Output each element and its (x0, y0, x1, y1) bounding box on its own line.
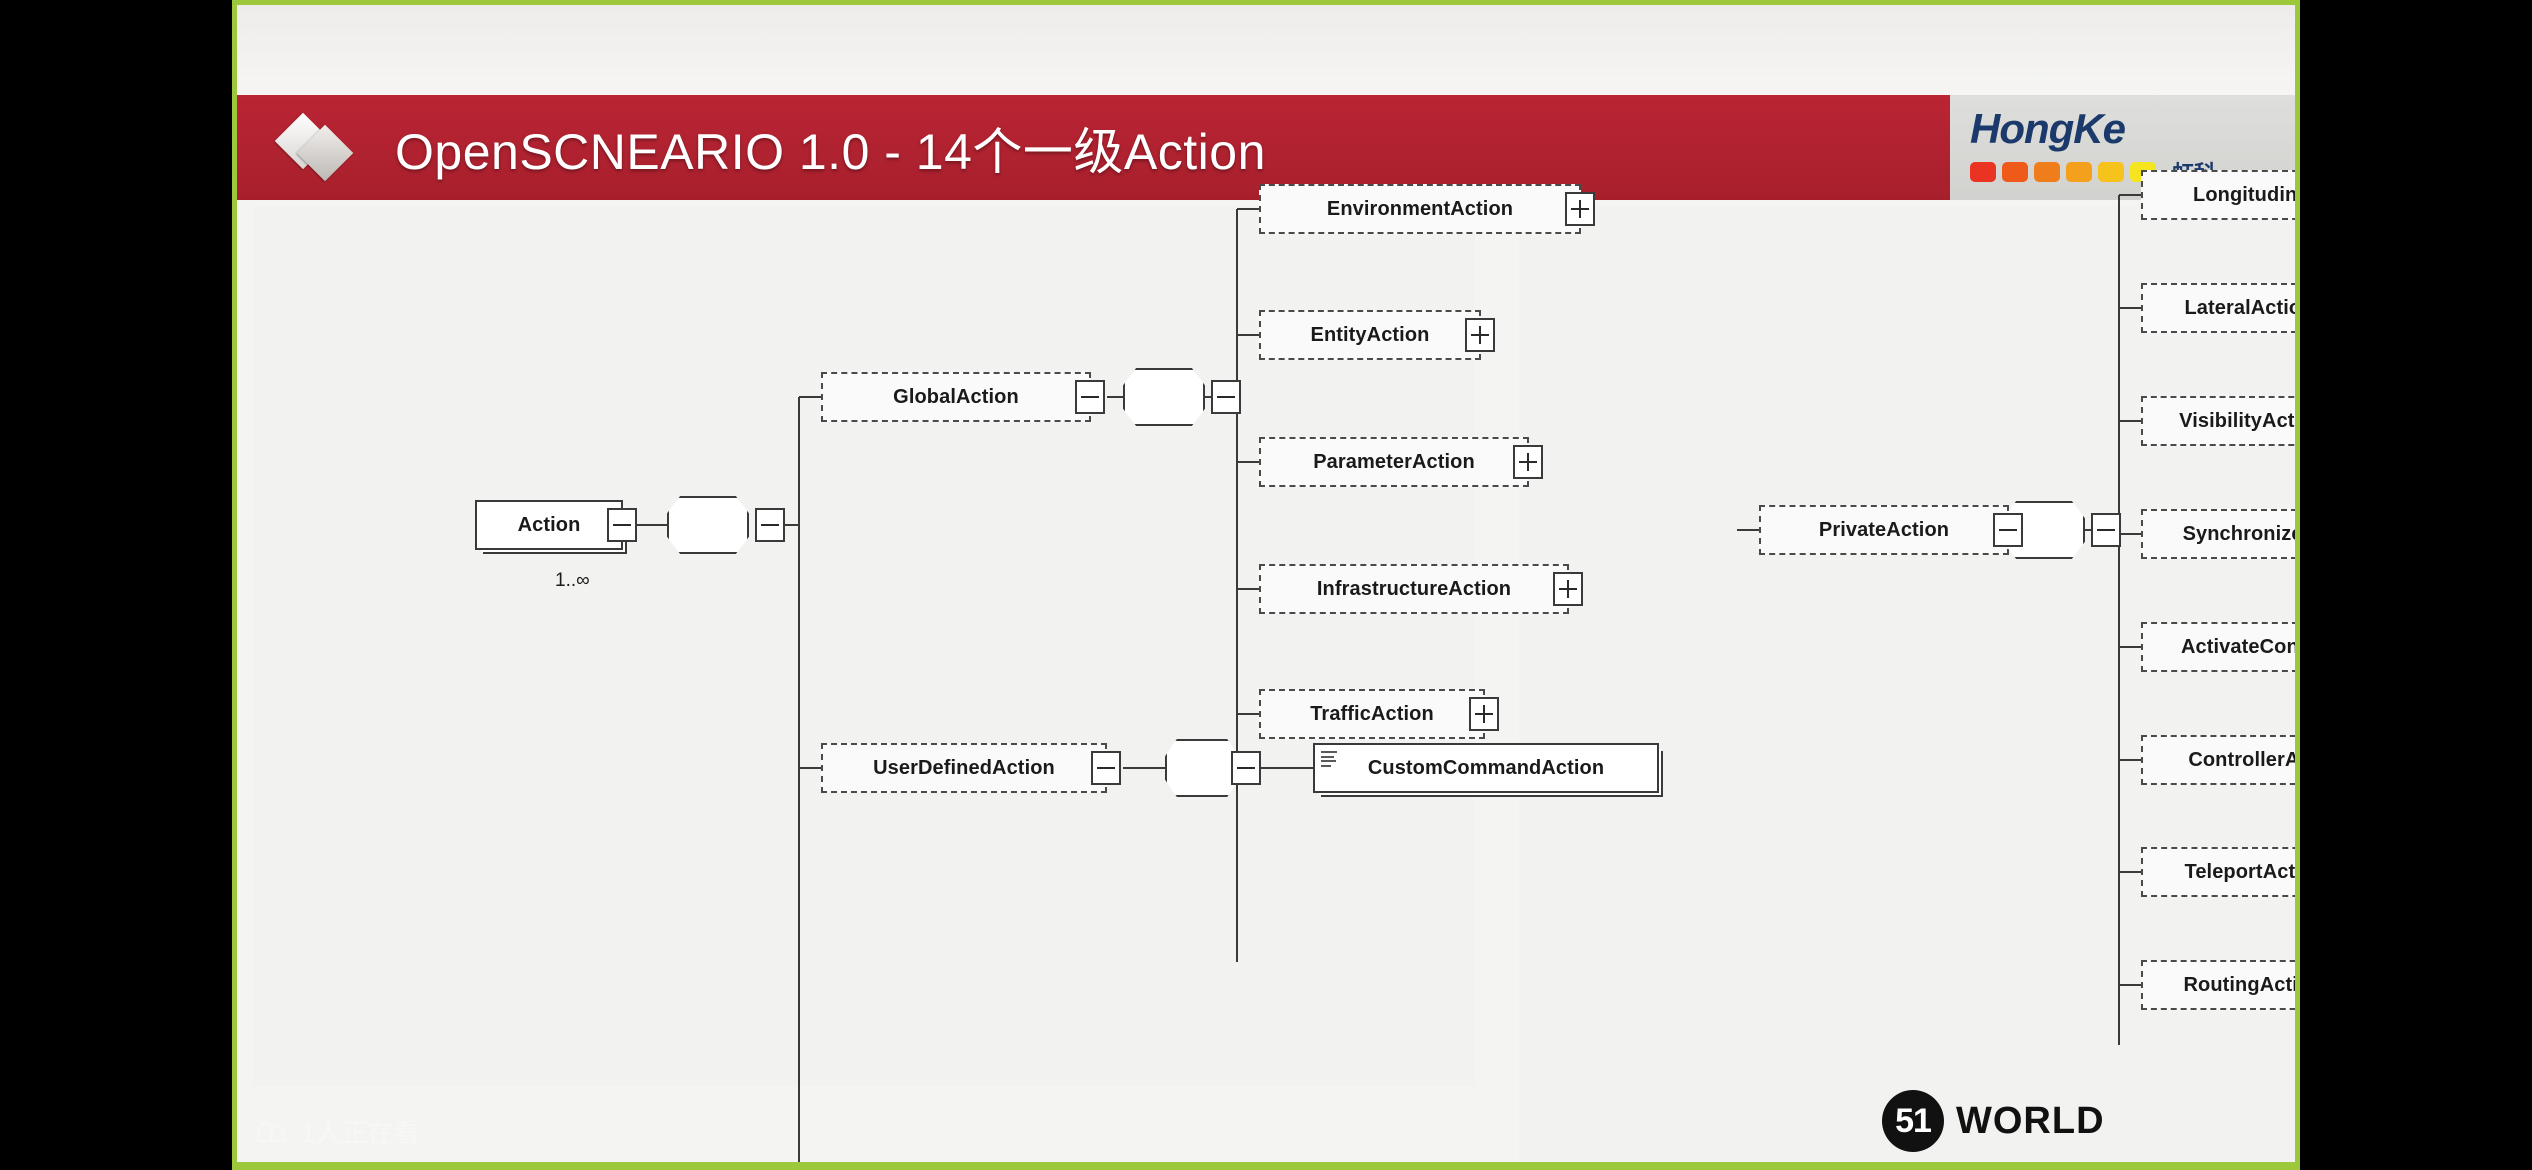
node-label: RoutingAction (2183, 973, 2298, 996)
xsd-diagram: Action 1..∞ (237, 170, 2295, 1162)
node-label: ParameterAction (1313, 450, 1475, 473)
node-label: SynchronizeAction (2182, 522, 2295, 545)
node-label: ControllerAction (2188, 748, 2300, 771)
node-customcommandaction[interactable]: CustomCommandAction (1313, 743, 1659, 793)
node-entityaction[interactable]: EntityAction (1259, 310, 1495, 360)
node-label: UserDefinedAction (873, 756, 1055, 779)
collapse-toggle-globalaction-choice[interactable] (1211, 380, 1241, 414)
compositor-choice-privateaction-right[interactable] (2003, 501, 2121, 559)
expand-toggle-trafficaction[interactable] (1469, 697, 1499, 731)
collapse-toggle-action[interactable] (607, 508, 637, 542)
collapse-toggle-privateaction-right-choice[interactable] (2091, 513, 2121, 547)
hongke-swatch-1 (1970, 161, 1996, 182)
page-title: OpenSCNEARIO 1.0 - 14个一级Action (395, 123, 1266, 180)
node-label: GlobalAction (893, 385, 1019, 408)
expand-toggle-parameteraction[interactable] (1513, 445, 1543, 479)
node-visibilityaction[interactable]: VisibilityAction (2141, 396, 2300, 446)
node-label: TrafficAction (1310, 702, 1434, 725)
node-userdefinedaction[interactable]: UserDefinedAction (821, 743, 1121, 793)
compositor-choice-globalaction[interactable] (1123, 368, 1241, 426)
node-label: LongitudinalAction (2193, 183, 2298, 206)
diamond-logo-icon (274, 112, 354, 181)
node-teleportaction[interactable]: TeleportAction (2141, 847, 2300, 897)
node-action[interactable]: Action (475, 500, 637, 550)
compositor-choice-root[interactable] (667, 496, 785, 554)
hongke-wordmark: HongKe (1970, 104, 2126, 152)
hongke-swatch-5 (2098, 161, 2124, 182)
expand-toggle-entityaction[interactable] (1465, 318, 1495, 352)
51world-text: WORLD (1956, 1099, 2105, 1142)
slide-top-strip (237, 5, 2295, 95)
title-banner: OpenSCNEARIO 1.0 - 14个一级Action (237, 95, 2006, 200)
node-globalaction[interactable]: GlobalAction (821, 372, 1105, 422)
expand-toggle-infrastructureaction[interactable] (1553, 572, 1583, 606)
collapse-toggle-globalaction[interactable] (1075, 380, 1105, 414)
51world-logo: 51 WORLD (1882, 1090, 2105, 1152)
node-routingaction[interactable]: RoutingAction (2141, 960, 2298, 1010)
collapse-toggle-root-choice[interactable] (755, 508, 785, 542)
node-activatecontrolleraction[interactable]: ActivateControllerAction (2141, 622, 2300, 672)
node-label: PrivateAction (1818, 518, 1950, 541)
compositor-sequence-userdefinedaction[interactable] (1165, 739, 1261, 797)
node-label: ActivateControllerAction (2181, 635, 2300, 658)
node-label: Action (517, 513, 581, 536)
node-label: LateralAction (2184, 296, 2295, 319)
node-trafficaction[interactable]: TrafficAction (1259, 689, 1499, 739)
node-label: EnvironmentAction (1326, 197, 1514, 220)
node-label: CustomCommandAction (1367, 756, 1605, 779)
viewers-watermark: 1人正在看 (257, 1113, 419, 1150)
node-label: EntityAction (1310, 323, 1430, 346)
node-lateralaction[interactable]: LateralAction (2141, 283, 2295, 333)
node-parameteraction[interactable]: ParameterAction (1259, 437, 1543, 487)
slide-frame: OpenSCNEARIO 1.0 - 14个一级Action HongKe 虹科 (232, 0, 2300, 1170)
hongke-swatch-3 (2034, 161, 2060, 182)
node-label: InfrastructureAction (1316, 577, 1512, 600)
collapse-toggle-userdefinedaction[interactable] (1091, 751, 1121, 785)
node-infrastructureaction[interactable]: InfrastructureAction (1259, 564, 1583, 614)
hongke-swatch-2 (2002, 161, 2028, 182)
node-controlleraction[interactable]: ControllerAction (2141, 735, 2300, 785)
node-environmentaction[interactable]: EnvironmentAction (1259, 184, 1595, 234)
hongke-logo: HongKe 虹科 (1950, 95, 2295, 200)
expand-toggle-environmentaction[interactable] (1565, 192, 1595, 226)
node-label: TeleportAction (2184, 860, 2300, 883)
hongke-swatch-4 (2066, 161, 2092, 182)
node-longitudinalaction[interactable]: LongitudinalAction (2141, 170, 2298, 220)
node-privateaction-right[interactable]: PrivateAction (1759, 505, 2023, 555)
cardinality-action: 1..∞ (555, 570, 590, 591)
collapse-toggle-privateaction-right[interactable] (1993, 513, 2023, 547)
text-content-icon (1321, 751, 1339, 767)
node-synchronizeaction[interactable]: SynchronizeAction (2141, 509, 2295, 559)
diagram-panel-right (1519, 206, 2295, 1162)
51world-mark: 51 (1882, 1090, 1944, 1152)
viewers-icon (257, 1119, 291, 1145)
node-label: VisibilityAction (2179, 409, 2300, 432)
viewers-count-label: 1人正在看 (301, 1118, 420, 1148)
collapse-toggle-userdefined-sequence[interactable] (1231, 751, 1261, 785)
